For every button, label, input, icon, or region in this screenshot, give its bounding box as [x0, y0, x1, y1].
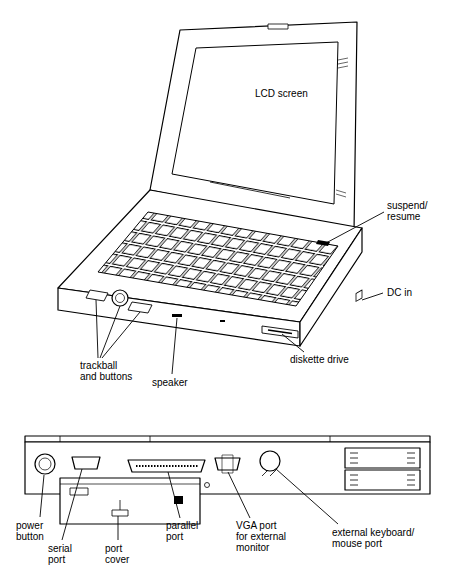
- part-label: diskette drive: [290, 354, 349, 365]
- part-label: speaker: [152, 377, 188, 388]
- part-label: port cover: [105, 543, 135, 565]
- rear-panel: [25, 436, 430, 524]
- part-label: VGA port for external monitor: [236, 520, 290, 553]
- part-label: LCD screen: [255, 88, 308, 99]
- part-label: DC in: [387, 287, 412, 298]
- laptop-base: [58, 190, 362, 346]
- part-label: suspend/ resume: [387, 200, 432, 222]
- part-label: trackball and buttons: [80, 360, 135, 382]
- part-label: external keyboard/ mouse port: [332, 527, 418, 549]
- leader-lines: [40, 212, 384, 540]
- part-label: serial port: [48, 543, 78, 565]
- part-label: parallel port: [166, 520, 204, 542]
- part-label: power button: [16, 520, 52, 542]
